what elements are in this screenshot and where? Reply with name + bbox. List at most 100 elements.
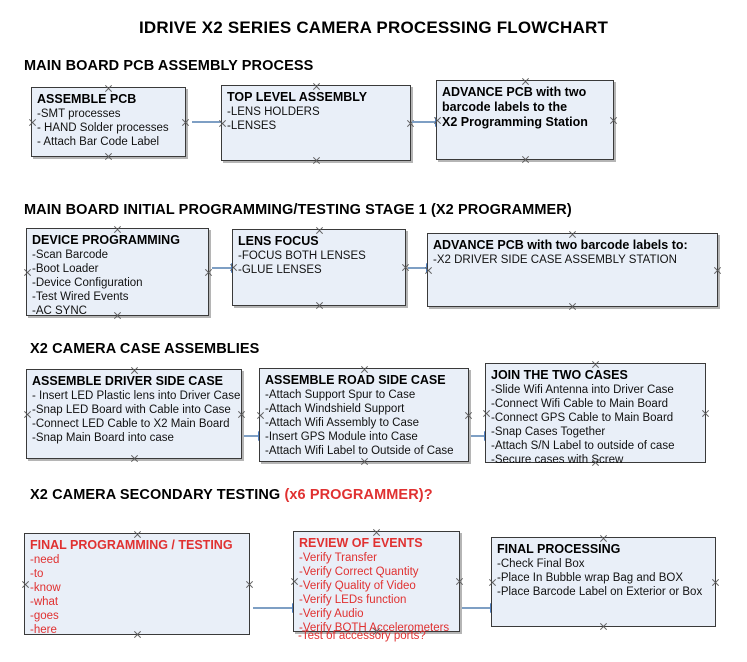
node-item-list: -Scan Barcode -Boot Loader -Device Confi… — [32, 248, 203, 318]
list-item: -Boot Loader — [32, 263, 99, 275]
node-item-list: -Attach Support Spur to Case -Attach Win… — [265, 388, 463, 458]
list-item: -X2 DRIVER SIDE CASE ASSEMBLY STATION — [433, 254, 677, 266]
node-title: FINAL PROGRAMMING / TESTING — [30, 538, 233, 552]
node-review-of-events[interactable]: REVIEW OF EVENTS -Verify Transfer -Verif… — [290, 531, 460, 635]
node-assemble-driver-side-case[interactable]: ASSEMBLE DRIVER SIDE CASE - Insert LED P… — [26, 369, 242, 459]
connection-handle-bottom[interactable] — [104, 152, 113, 161]
connection-handle-left[interactable] — [256, 411, 265, 420]
list-item: - Attach Bar Code Label — [37, 136, 160, 148]
connection-handle-right[interactable] — [237, 410, 246, 419]
page-title: IDRIVE X2 SERIES CAMERA PROCESSING FLOWC… — [138, 18, 609, 37]
list-item: -Verify Correct Quantity — [299, 566, 419, 578]
list-item: -Scan Barcode — [32, 249, 109, 261]
list-item: -Check Final Box — [497, 558, 585, 570]
list-item: -Verify Transfer — [299, 552, 377, 564]
connection-handle-right[interactable] — [711, 578, 720, 587]
list-item: - HAND Solder processes — [37, 122, 169, 134]
node-item-list: -Verify Transfer -Verify Correct Quantit… — [299, 551, 454, 635]
connection-handle-left[interactable] — [21, 580, 30, 589]
list-item: -Secure cases with Screw — [491, 454, 624, 466]
node-title: DEVICE PROGRAMMING — [32, 233, 180, 247]
node-item-list: - Insert LED Plastic lens into Driver Ca… — [32, 389, 240, 445]
list-item: -Device Configuration — [32, 277, 143, 289]
connection-handle-bottom[interactable] — [521, 155, 530, 164]
list-item: -Snap LED Board with Cable into Case — [32, 404, 231, 416]
list-item: -Connect GPS Cable to Main Board — [491, 412, 674, 424]
connection-handle-bottom[interactable] — [312, 156, 321, 165]
connection-handle-left[interactable] — [290, 577, 299, 586]
node-title-line3: X2 Programming Station — [442, 115, 588, 129]
list-item: -Snap Cases Together — [491, 426, 606, 438]
list-item: -Verify Quality of Video — [299, 580, 416, 592]
node-item-list: -Slide Wifi Antenna into Driver Case -Co… — [491, 383, 700, 467]
connection-handle-right[interactable] — [464, 411, 473, 420]
list-item: -Attach Wifi Assembly to Case — [265, 417, 420, 429]
node-title: ASSEMBLE DRIVER SIDE CASE — [32, 374, 224, 388]
connection-handle-left[interactable] — [218, 119, 227, 128]
connection-handle-left[interactable] — [488, 578, 497, 587]
connection-handle-bottom[interactable] — [599, 622, 608, 631]
connector-4a — [253, 603, 300, 613]
list-item: -Connect Wifi Cable to Main Board — [491, 398, 669, 410]
connection-handle-right[interactable] — [245, 580, 254, 589]
connection-handle-left[interactable] — [23, 268, 32, 277]
connector-3a — [244, 431, 266, 441]
list-item: -FOCUS BOTH LENSES — [238, 250, 366, 262]
node-advance-pcb-driver-side-station[interactable]: ADVANCE PCB with two barcode labels to: … — [427, 233, 718, 307]
node-title: ADVANCE PCB with two — [442, 85, 587, 99]
list-item: -to — [30, 568, 44, 580]
section-heading-4-text: X2 CAMERA SECONDARY TESTING — [30, 487, 285, 503]
node-assemble-pcb[interactable]: ASSEMBLE PCB -SMT processes - HAND Solde… — [31, 87, 186, 157]
node-final-programming-testing[interactable]: FINAL PROGRAMMING / TESTING -need -to -k… — [21, 533, 250, 637]
list-item: -know — [30, 582, 61, 594]
node-title: TOP LEVEL ASSEMBLY — [227, 90, 368, 104]
node-title: ADVANCE PCB with two barcode labels to: — [433, 238, 688, 252]
list-item: -Attach Support Spur to Case — [265, 389, 416, 401]
list-item: -Insert GPS Module into Case — [265, 431, 418, 443]
section-heading-4-accent: (x6 PROGRAMMER)? — [284, 487, 433, 503]
node-item-list: -LENS HOLDERS -LENSES — [227, 105, 405, 133]
node-item-list: -FOCUS BOTH LENSES -GLUE LENSES — [238, 249, 400, 277]
node-title-line2: barcode labels to the — [442, 100, 568, 114]
connector-2b — [408, 263, 434, 273]
connector-1b — [412, 117, 443, 127]
list-item: -LENSES — [227, 120, 277, 132]
list-item: -need — [30, 554, 60, 566]
node-device-programming[interactable]: DEVICE PROGRAMMING -Scan Barcode -Boot L… — [23, 228, 209, 318]
list-item: -Verify LEDs function — [299, 594, 407, 606]
node-title: LENS FOCUS — [238, 234, 319, 248]
node-advance-pcb-programming-station[interactable]: ADVANCE PCB with two barcode labels to t… — [436, 80, 614, 160]
connection-handle-bottom[interactable] — [568, 302, 577, 311]
list-item: -Attach S/N Label to outside of case — [491, 440, 675, 452]
node-title: FINAL PROCESSING — [497, 542, 621, 556]
connection-handle-right[interactable] — [701, 409, 710, 418]
list-item: -AC SYNC — [32, 305, 87, 317]
connection-handle-left[interactable] — [23, 410, 32, 419]
section-heading-1-text: MAIN BOARD PCB ASSEMBLY PROCESS — [24, 58, 314, 74]
section-heading-3-text: X2 CAMERA CASE ASSEMBLIES — [30, 341, 260, 357]
review-of-events-overflow-item: -Test of accessory ports? — [298, 630, 426, 642]
list-item: -Slide Wifi Antenna into Driver Case — [491, 384, 674, 396]
node-top-level-assembly[interactable]: TOP LEVEL ASSEMBLY -LENS HOLDERS -LENSES — [221, 85, 411, 161]
node-item-list: -Check Final Box -Place In Bubble wrap B… — [497, 557, 710, 599]
connection-handle-right[interactable] — [181, 118, 190, 127]
connection-handle-right[interactable] — [406, 119, 415, 128]
connection-handle-bottom[interactable] — [315, 301, 324, 310]
node-item-list: -need -to -know -what -goes -here — [30, 553, 244, 637]
node-title: JOIN THE TWO CASES — [491, 368, 628, 382]
connection-handle-right[interactable] — [609, 116, 618, 125]
node-assemble-road-side-case[interactable]: ASSEMBLE ROAD SIDE CASE -Attach Support … — [259, 368, 469, 462]
node-join-the-two-cases[interactable]: JOIN THE TWO CASES -Slide Wifi Antenna i… — [482, 363, 706, 466]
node-final-processing[interactable]: FINAL PROCESSING -Check Final Box -Place… — [491, 537, 716, 627]
list-item: -Connect LED Cable to X2 Main Board — [32, 418, 230, 430]
node-lens-focus[interactable]: LENS FOCUS -FOCUS BOTH LENSES -GLUE LENS… — [232, 229, 406, 306]
connection-handle-left[interactable] — [28, 118, 37, 127]
list-item: -Attach Windshield Support — [265, 403, 405, 415]
connection-handle-right[interactable] — [455, 577, 464, 586]
connection-handle-bottom[interactable] — [130, 454, 139, 463]
node-title: REVIEW OF EVENTS — [299, 536, 423, 550]
connection-handle-right[interactable] — [713, 266, 722, 275]
connection-handle-left[interactable] — [482, 409, 491, 418]
list-item: -LENS HOLDERS — [227, 106, 320, 118]
connection-handle-left[interactable] — [433, 116, 442, 125]
